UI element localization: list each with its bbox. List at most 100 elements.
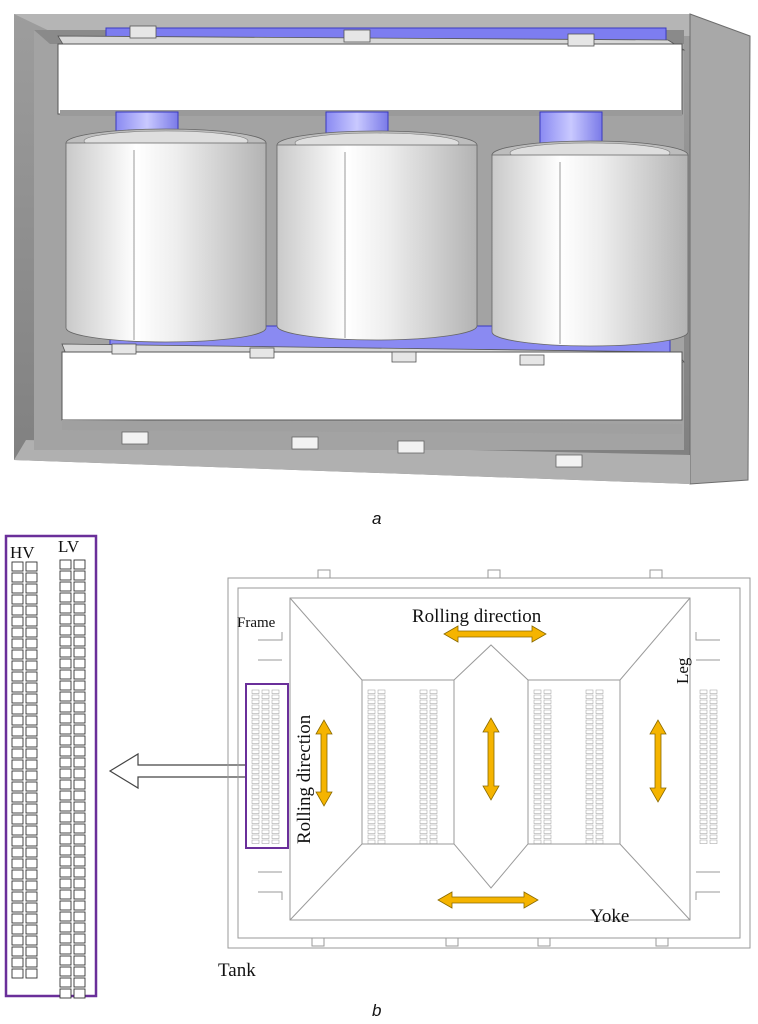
winding-strip-cell (533, 789, 542, 794)
winding-strip-cell (251, 839, 260, 844)
winding-strip-cell (377, 834, 386, 839)
winding-strip-cell (699, 699, 708, 704)
winding-strip-cell (699, 769, 708, 774)
winding-strip-cell (595, 784, 604, 789)
winding-strip-cell (709, 754, 718, 759)
rolling-direction-top-label: Rolling direction (412, 606, 542, 627)
winding-strip-cell (543, 819, 552, 824)
winding-strip-cell (699, 719, 708, 724)
winding-strip-cell (699, 689, 708, 694)
winding-strip-cell (709, 749, 718, 754)
hv-conductor (25, 825, 38, 836)
hv-conductor (25, 814, 38, 825)
winding-strip-cell (585, 754, 594, 759)
lv-conductor (59, 889, 72, 900)
hv-conductor (25, 836, 38, 847)
winding-strip-cell (429, 704, 438, 709)
rolling-arrows (315, 625, 667, 909)
winding-strip-cell (699, 754, 708, 759)
winding-strip-cell (543, 829, 552, 834)
winding-strip-cell (699, 829, 708, 834)
middle-leg (453, 644, 529, 889)
hv-conductor (11, 814, 24, 825)
winding-strip-cell (419, 719, 428, 724)
winding-strip-cell (585, 709, 594, 714)
winding-strip-cell (367, 804, 376, 809)
winding-strip-cell (429, 839, 438, 844)
lv-conductor (73, 856, 86, 867)
hv-conductor (11, 715, 24, 726)
winding-strip-cell (709, 779, 718, 784)
winding-strip-cell (261, 764, 270, 769)
hv-conductor (11, 572, 24, 583)
winding-strip-cell (543, 769, 552, 774)
winding-strip-cell (377, 824, 386, 829)
winding-strip-cell (533, 809, 542, 814)
winding-strip-cell (585, 769, 594, 774)
hv-conductor (11, 561, 24, 572)
winding-strip-cell (419, 729, 428, 734)
winding-strip-cell (585, 704, 594, 709)
winding-strip-cell (271, 759, 280, 764)
winding-strip-cell (533, 834, 542, 839)
hv-conductor (25, 924, 38, 935)
winding-strip-cell (251, 794, 260, 799)
winding-strip-cell (367, 799, 376, 804)
winding-strip-cell (699, 799, 708, 804)
lower-frame-clips (111, 343, 545, 366)
winding-strip-cell (585, 694, 594, 699)
coil-right (491, 140, 689, 347)
winding-strip-cell (367, 724, 376, 729)
winding-strip-cell (533, 804, 542, 809)
winding-strip-cell (585, 819, 594, 824)
lv-conductor (73, 812, 86, 823)
winding-strip-cell (709, 799, 718, 804)
hv-conductor (25, 880, 38, 891)
winding-strip-cell (543, 704, 552, 709)
lv-conductor (73, 966, 86, 977)
winding-strip-cell (699, 839, 708, 844)
winding-strip-cell (261, 754, 270, 759)
lv-conductor (59, 592, 72, 603)
hv-conductor (11, 726, 24, 737)
winding-strip-cell (251, 774, 260, 779)
winding-strip-cell (585, 689, 594, 694)
lv-conductor (73, 581, 86, 592)
lv-conductor (59, 636, 72, 647)
winding-strip-cell (429, 784, 438, 789)
winding-strip-cell (251, 689, 260, 694)
winding-strip-cell (533, 699, 542, 704)
hv-conductor (11, 847, 24, 858)
winding-strip-cell (419, 759, 428, 764)
winding-strip-cell (595, 714, 604, 719)
hv-conductor (25, 781, 38, 792)
hv-conductor (25, 671, 38, 682)
hv-conductor (25, 693, 38, 704)
lv-conductor (73, 768, 86, 779)
hv-conductor (11, 693, 24, 704)
winding-strip-cell (261, 744, 270, 749)
winding-strip-cell (429, 834, 438, 839)
winding-strip-cell (271, 819, 280, 824)
winding-strip-cell (261, 814, 270, 819)
winding-strip-cell (533, 829, 542, 834)
hv-conductor (25, 682, 38, 693)
winding-strip-cell (429, 819, 438, 824)
winding-strip-cell (251, 764, 260, 769)
winding-strip-cell (377, 694, 386, 699)
winding-strip-cell (533, 824, 542, 829)
winding-strip-cell (533, 754, 542, 759)
winding-strip-cell (367, 734, 376, 739)
winding-strip-cell (271, 734, 280, 739)
arrow-left-leg (315, 719, 333, 807)
winding-strip-cell (585, 839, 594, 844)
hv-conductor (25, 891, 38, 902)
winding-strip-cell (543, 689, 552, 694)
winding-strip-cell (709, 834, 718, 839)
winding-strip-cell (595, 829, 604, 834)
winding-strip-cell (585, 834, 594, 839)
hv-conductor (25, 594, 38, 605)
winding-strip-cell (377, 754, 386, 759)
zoom-arrow (108, 752, 247, 790)
winding-strip-cell (261, 809, 270, 814)
